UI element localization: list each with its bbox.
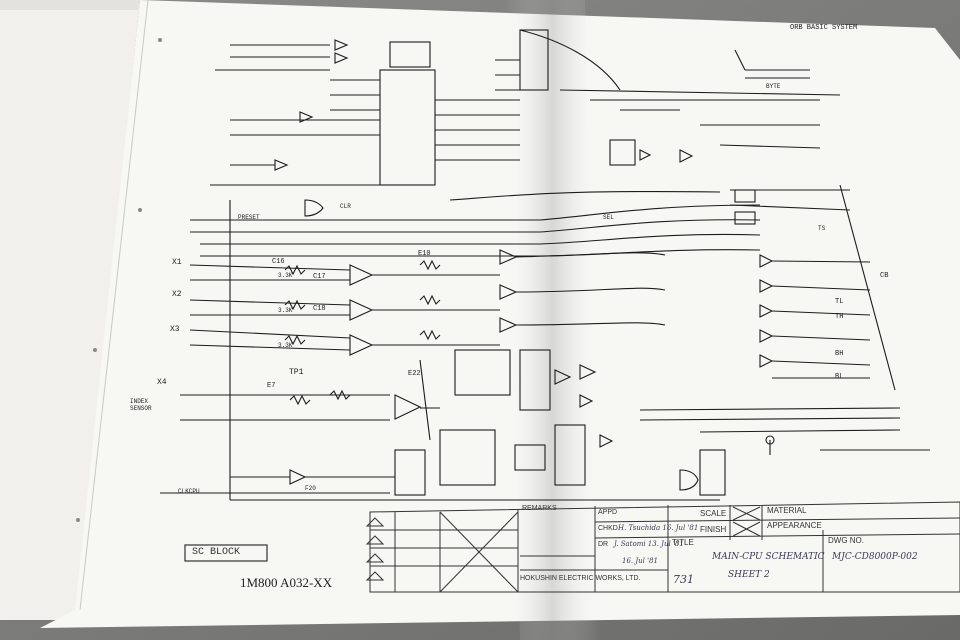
x3-label: X3 (170, 325, 180, 334)
bh-label: BH (835, 350, 844, 358)
f20-label: F20 (305, 485, 316, 492)
tb-dr: DR (598, 541, 609, 548)
sc-block-box (184, 544, 268, 562)
tl-label: TL (835, 298, 844, 306)
r1-label: 3.3K (278, 272, 293, 279)
c1-label: C16 (272, 258, 285, 266)
preset-label: PRESET (238, 214, 260, 221)
sel-label: SEL (603, 214, 614, 221)
e7-label: E7 (267, 382, 276, 390)
tb-material: MATERIAL (767, 506, 807, 515)
tb-appearance: APPEARANCE (767, 521, 822, 530)
r2-label: 3.3K (278, 307, 293, 314)
bl-label: BL (835, 373, 844, 381)
byte-label: BYTE (766, 83, 781, 90)
x1-label: X1 (172, 258, 182, 267)
x2-label: X2 (172, 290, 182, 299)
tb-dr-sign: J. Satomi 13. Jul '81 (614, 540, 684, 548)
tb-finish: FINISH (700, 525, 727, 534)
tb-date-code: 731 (673, 573, 694, 586)
schematic-wiring (160, 29, 930, 501)
c3-label: C18 (313, 305, 326, 313)
block-label: SC BLOCK (192, 547, 241, 558)
tb-dwg-value: MJC-CD8000P-002 (832, 552, 918, 562)
title-block (365, 501, 960, 593)
index-sensor-label: INDEX SENSOR (130, 398, 152, 412)
header-system-label: ORB BASIC SYSTEM (790, 24, 858, 32)
x4-label: X4 (157, 378, 167, 387)
tb-title-label: TITLE (672, 538, 694, 547)
tb-company: HOKUSHIN ELECTRIC WORKS, LTD. (520, 575, 641, 582)
r3-label: 3.3K (278, 342, 293, 349)
cb-label: CB (880, 272, 889, 280)
book-spine-shadow (505, 0, 600, 640)
clr-label: CLR (340, 203, 351, 210)
e22-label: E22 (408, 370, 421, 378)
th-label: TH (835, 313, 844, 321)
page-under-left (0, 0, 140, 620)
tb-extra-sign: 16. Jul '81 (622, 557, 658, 565)
clk-label: CLKCPU (178, 488, 200, 495)
tb-title-value: MAIN-CPU SCHEMATIC (712, 552, 825, 562)
tb-chkd: CHKD (598, 525, 618, 532)
tb-chkd-sign: H. Tsuchida 16. Jul '81 (618, 524, 699, 532)
ts-label: TS (818, 225, 826, 232)
e10-label: E10 (418, 250, 431, 258)
tb-remarks: REMARKS (522, 505, 557, 512)
drawing-code: 1M800 A032-XX (240, 575, 333, 590)
tb-appd: APPD (598, 509, 618, 516)
c2-label: C17 (313, 273, 326, 281)
tb-scale: SCALE (700, 509, 727, 518)
tp1-label: TP1 (289, 368, 304, 377)
tb-sheet: SHEET 2 (728, 570, 770, 580)
schematic-sheet (40, 0, 960, 628)
tb-dwg-label: DWG NO. (828, 536, 864, 545)
